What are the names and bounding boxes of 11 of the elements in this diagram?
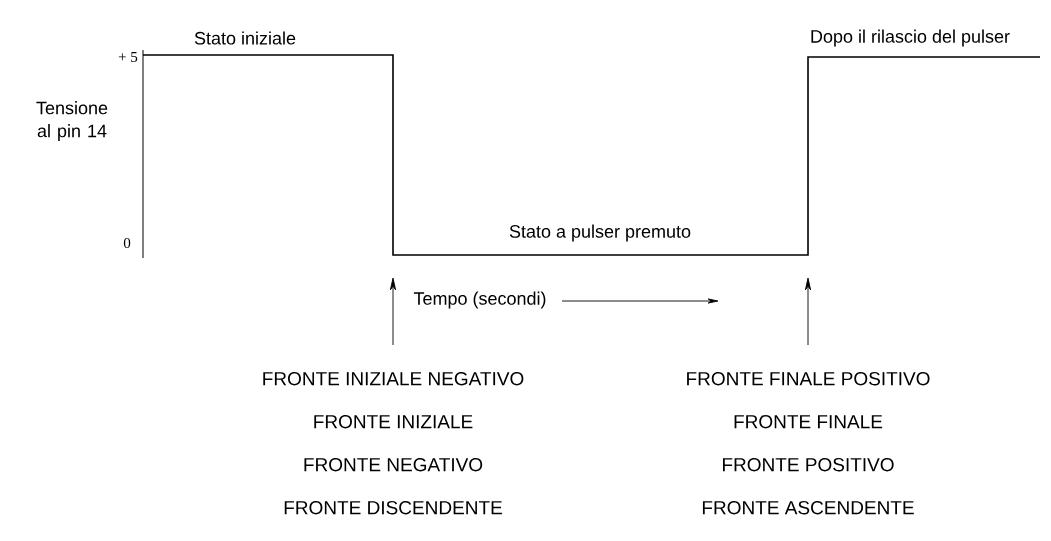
annotation-text: FRONTE FINALE POSITIVO FRONTE FINALE FRONTE POSITIVO FRONTE ASCENDENTE: [687, 371, 930, 515]
tick-label: 0: [123, 237, 131, 249]
text-label: Stato iniziale: [194, 31, 296, 45]
text-label: Dopo il rilascio del pulser: [811, 29, 1010, 47]
leader-arrow: [390, 277, 397, 346]
annotation-text: FRONTE INIZIALE NEGATIVO FRONTE INIZIALE FRONTE NEGATIVO FRONTE DISCENDENTE: [263, 371, 524, 515]
text-label: Tensione al pin 14: [36, 101, 108, 141]
tick-label: + 5: [118, 52, 138, 62]
text-label: Stato a pulser premuto: [509, 224, 691, 242]
text-label: Tempo (secondi): [413, 291, 546, 309]
leader-arrow: [805, 277, 812, 346]
